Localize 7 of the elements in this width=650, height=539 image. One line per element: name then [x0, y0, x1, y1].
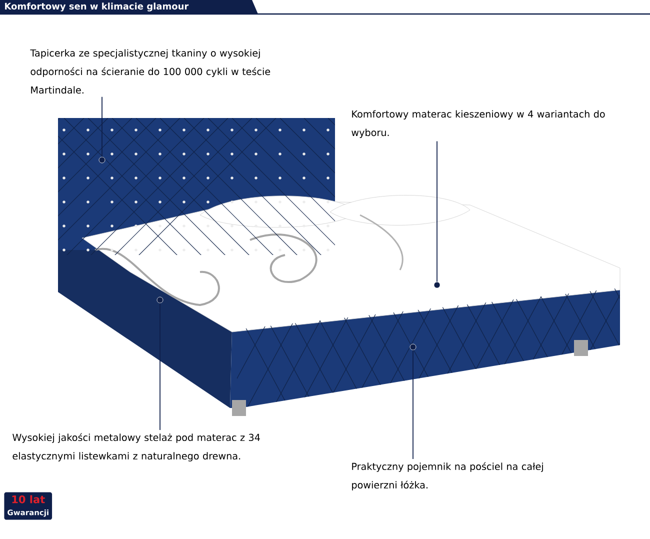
callout-text: Praktyczny pojemnik na pościel na całej powierzni łóżka. [352, 462, 543, 490]
title-tab: Komfortowy sen w klimacie glamour [0, 0, 650, 15]
callout-text: Komfortowy materac kieszeniowy w 4 wariantach do wyboru. [352, 110, 605, 138]
leader-line [412, 350, 414, 460]
callout-text: Wysokiej jakości metalowy stelaż pod materac z 34 elastycznymi listewkami z naturalnego drewna. [12, 433, 260, 462]
leader-line [436, 140, 438, 282]
callout-text: Tapicerka ze specjalistycznej tkaniny o wysokiej odporności na ścieranie do 100 000 cykli w teście Martindale. [30, 49, 270, 94]
